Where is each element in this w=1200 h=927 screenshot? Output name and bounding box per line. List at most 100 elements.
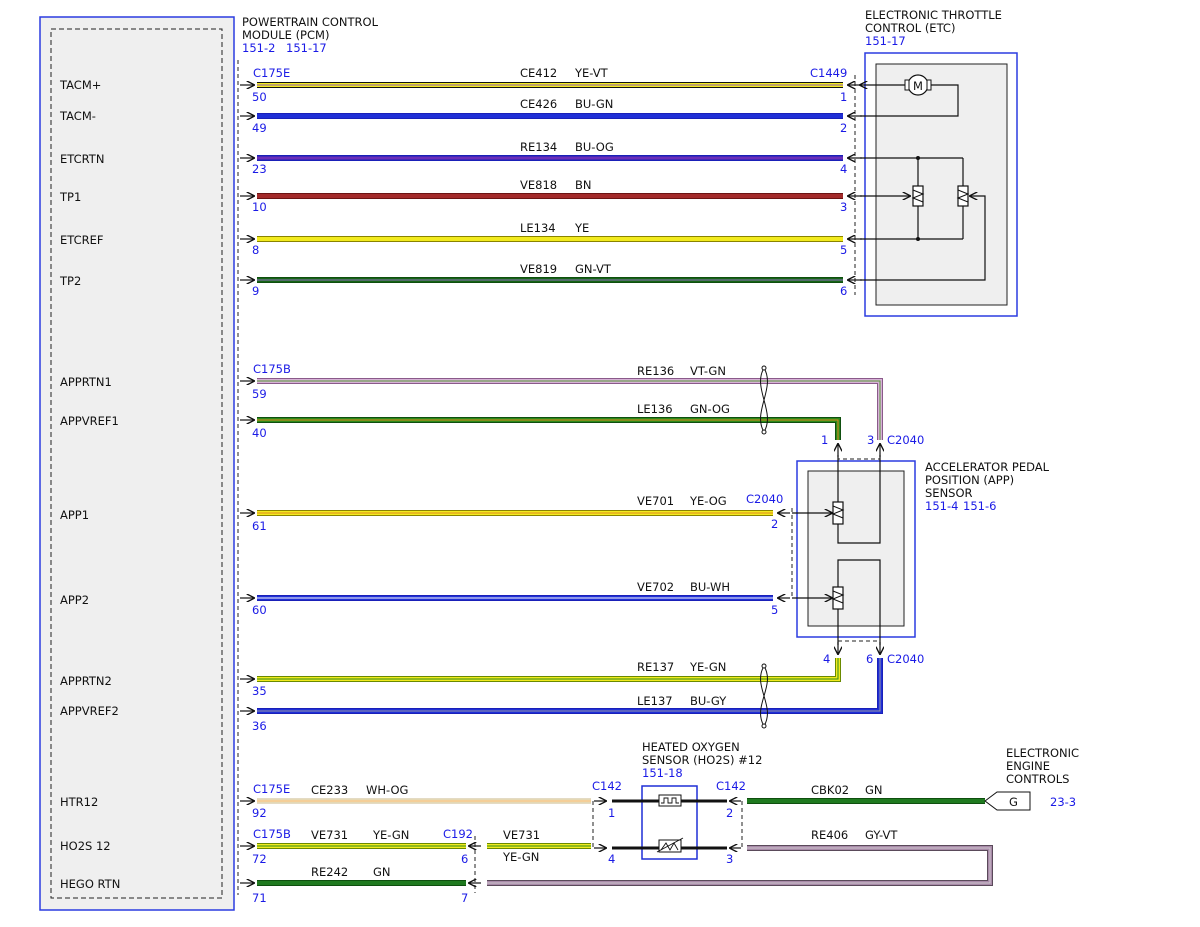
app-pin-arrows [778, 444, 880, 654]
circuit-ve701: VE701 [637, 494, 674, 508]
color-ye-vt: YE-VT [574, 66, 609, 80]
pin-num-re406-ho2s: 3 [726, 852, 733, 866]
etc-title-line2: CONTROL (ETC) [865, 21, 955, 35]
pin-label-ho2s12: HO2S 12 [60, 839, 111, 853]
pcm-ref-2: 151-17 [286, 41, 327, 55]
app-sensor-module [791, 457, 916, 642]
pin-num-tacm-neg-pcm: 49 [252, 121, 267, 135]
pin-label-app2: APP2 [60, 593, 89, 607]
circuit-ce412: CE412 [520, 66, 557, 80]
pin-num-etcrtn-etc: 4 [840, 162, 847, 176]
circuit-re242: RE242 [311, 865, 348, 879]
color-ye-gn-a: YE-GN [372, 828, 409, 842]
circuit-ve818: VE818 [520, 178, 557, 192]
pin-num-tp1-pcm: 10 [252, 200, 267, 214]
pin-num-apprtn2-app: 4 [823, 652, 830, 666]
pin-num-tp2-pcm: 9 [252, 284, 259, 298]
circuit-cbk02: CBK02 [811, 783, 849, 797]
pin-num-appvref2-app: 6 [866, 652, 873, 666]
ho2s-sensor-module [592, 785, 743, 860]
ho2s-title-line1: HEATED OXYGEN [642, 740, 740, 754]
connector-c175e-top: C175E [253, 66, 290, 80]
ho2s-title-line2: SENSOR (HO2S) #12 [642, 753, 762, 767]
connector-c2040-mid: C2040 [746, 492, 783, 506]
etc-title-line1: ELECTRONIC THROTTLE [865, 8, 1002, 22]
pin-num-tacm-neg-etc: 2 [840, 121, 847, 135]
circuit-ve819: VE819 [520, 262, 557, 276]
pin-label-etcref: ETCREF [60, 233, 104, 247]
etc-wires [257, 82, 843, 283]
pin-num-hegortn-pcm: 71 [252, 891, 267, 905]
pin-num-appvref2-pcm: 36 [252, 719, 267, 733]
pcm-pin-arrows [240, 85, 254, 883]
pin-num-appvref1-pcm: 40 [252, 426, 267, 440]
pin-num-etcrtn-pcm: 23 [252, 162, 267, 176]
pcm-title-line1: POWERTRAIN CONTROL [242, 15, 379, 29]
color-ye: YE [574, 221, 589, 235]
circuit-ve731-b: VE731 [503, 828, 540, 842]
twisted-pair-icon-2 [760, 663, 768, 729]
circuit-le134: LE134 [520, 221, 556, 235]
pin-num-htr12-ho2s: 1 [608, 806, 615, 820]
wire-apprtn1 [257, 378, 883, 440]
pin-num-apprtn2-pcm: 35 [252, 684, 267, 698]
pin-label-tp2: TP2 [59, 274, 81, 288]
connector-c2040-bottom: C2040 [887, 652, 924, 666]
circuit-ve702: VE702 [637, 580, 674, 594]
connector-c175b-ho2s: C175B [253, 827, 291, 841]
color-gy-vt: GY-VT [865, 828, 898, 842]
eec-ground-label: G [1009, 795, 1018, 809]
pin-num-appvref1-app: 1 [821, 433, 828, 447]
color-gn-vt: GN-VT [575, 262, 612, 276]
circuit-re406: RE406 [811, 828, 848, 842]
pin-num-app1-pcm: 61 [252, 519, 267, 533]
pin-num-app2-app: 5 [771, 603, 778, 617]
color-gn-cbk02: GN [865, 783, 883, 797]
app-wires [257, 378, 883, 714]
pin-num-ho2s12-ho2s: 4 [608, 852, 615, 866]
ho2s-internal-wiring [612, 799, 727, 850]
connector-c142-right: C142 [716, 779, 746, 793]
pin-num-apprtn1-app: 3 [867, 433, 874, 447]
circuit-re137: RE137 [637, 660, 674, 674]
pin-label-tacm-pos: TACM+ [59, 78, 101, 92]
tp1-potentiometer-icon [911, 156, 925, 241]
color-bn: BN [575, 178, 592, 192]
pin-num-tp1-etc: 3 [840, 200, 847, 214]
pin-num-ho2s12-c192: 6 [461, 852, 468, 866]
app-title-line2: POSITION (APP) [925, 473, 1014, 487]
color-vt-gn: VT-GN [690, 364, 726, 378]
pin-num-apprtn1-pcm: 59 [252, 387, 267, 401]
motor-symbol: M [913, 79, 923, 93]
color-wh-og: WH-OG [366, 783, 408, 797]
app-ref-2: 151-6 [963, 499, 996, 513]
motor-icon: M [904, 74, 932, 96]
circuit-ce233: CE233 [311, 783, 348, 797]
pin-num-ho2s12-pcm: 72 [252, 852, 267, 866]
app2-potentiometer-icon [831, 586, 845, 610]
color-ye-og: YE-OG [689, 494, 727, 508]
connector-c192: C192 [443, 827, 473, 841]
pin-label-apprtn2: APPRTN2 [60, 674, 112, 688]
eec-title-line2: ENGINE [1006, 759, 1050, 773]
ho2s-ref: 151-18 [642, 766, 683, 780]
eec-ground-connector [984, 791, 1031, 811]
eec-title-line3: CONTROLS [1006, 772, 1069, 786]
pin-label-hegortn: HEGO RTN [60, 877, 120, 891]
pcm-ref-1: 151-2 [242, 41, 275, 55]
connector-c175b-app: C175B [253, 362, 291, 376]
pin-num-htr12-pcm: 92 [252, 806, 267, 820]
eec-title-line1: ELECTRONIC [1006, 746, 1079, 760]
connector-c2040-top: C2040 [887, 433, 924, 447]
tp2-potentiometer-icon [956, 185, 970, 207]
circuit-re136: RE136 [637, 364, 674, 378]
circuit-le137: LE137 [637, 694, 673, 708]
pin-label-appvref1: APPVREF1 [60, 414, 119, 428]
pin-num-app1-app: 2 [771, 517, 778, 531]
pin-num-app2-pcm: 60 [252, 603, 267, 617]
pin-num-tp2-etc: 6 [840, 284, 847, 298]
etc-ref: 151-17 [865, 34, 906, 48]
color-gn-og: GN-OG [690, 402, 730, 416]
circuit-ce426: CE426 [520, 97, 557, 111]
app-ref-1: 151-4 [925, 499, 958, 513]
